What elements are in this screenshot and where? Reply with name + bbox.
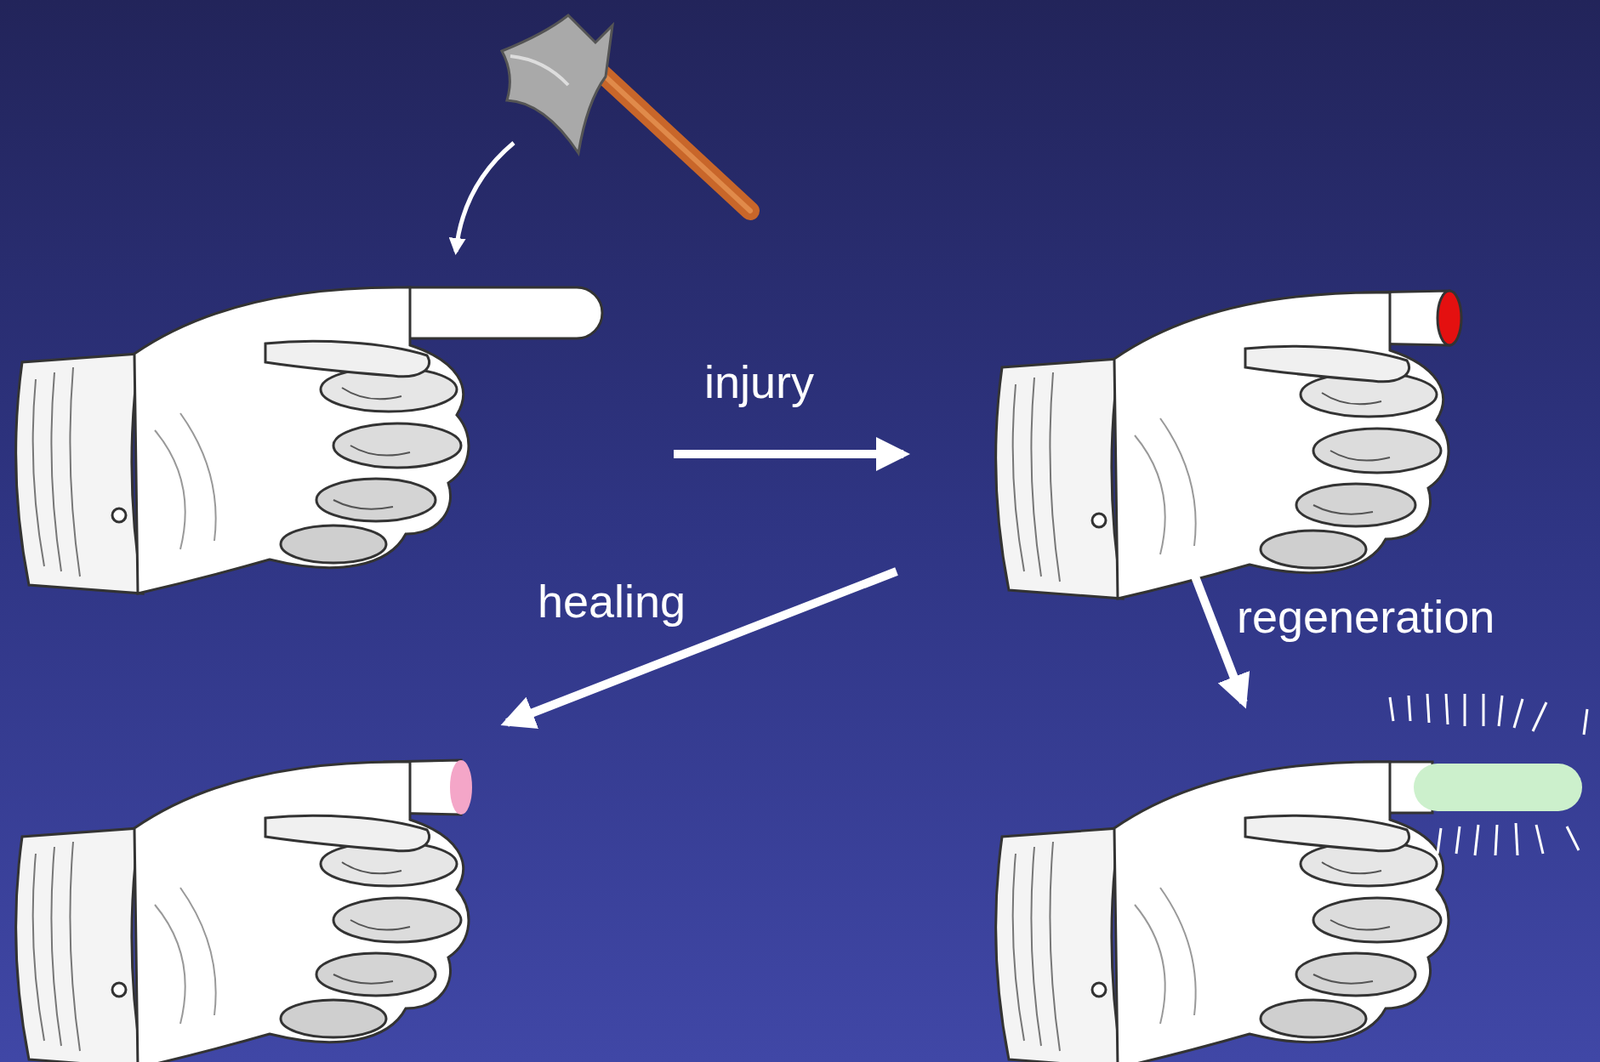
regenerated-hand: [996, 762, 1583, 1062]
step-label: healing: [537, 576, 686, 627]
step-label: injury: [704, 357, 815, 408]
healing-arrow: [506, 571, 897, 724]
axe: [501, 15, 751, 211]
regeneration-arrow: [1189, 561, 1244, 703]
injury-arrow: [673, 449, 904, 459]
intact-hand: [16, 287, 603, 594]
strike-arrow: [455, 142, 514, 252]
glow-lines: [1389, 694, 1588, 856]
step-label: regeneration: [1236, 592, 1495, 643]
injured-hand: [996, 290, 1462, 599]
healed-hand: [16, 760, 472, 1062]
